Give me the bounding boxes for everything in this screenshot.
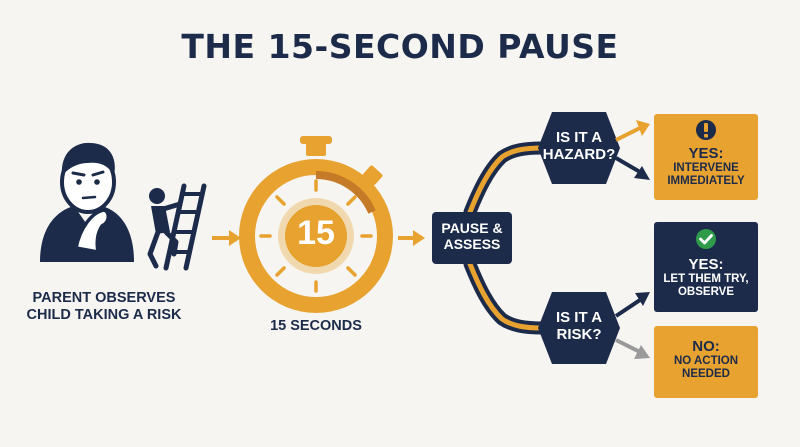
risk-yes-arrow	[614, 292, 650, 318]
parent-caption-line2: CHILD TAKING A RISK	[26, 306, 182, 323]
let-try-outcome-box	[654, 222, 758, 312]
pause-assess-box	[432, 212, 512, 264]
risk-line2: RISK?	[556, 326, 602, 344]
intervene-line2: IMMEDIATELY	[667, 175, 745, 188]
risk-line1: IS IT A	[555, 309, 603, 326]
no-action-head: NO:	[692, 338, 720, 355]
timer-caption: 15 SECONDS	[270, 318, 362, 334]
hazard-line2: HAZARD?	[542, 146, 616, 164]
intervene-outcome-box	[654, 114, 758, 200]
warning-icon	[696, 120, 716, 140]
arrow-to-timer	[212, 230, 241, 246]
hazard-decision-diamond	[538, 112, 620, 184]
parent-caption-line1: PARENT OBSERVES	[32, 290, 176, 306]
let-try-outcome-text: YES: LET THEM TRY, OBSERVE	[654, 256, 758, 300]
branch-connectors	[463, 141, 549, 335]
hazard-yes-arrow	[615, 120, 650, 142]
risk-question-text: IS IT A RISK?	[540, 309, 618, 344]
risk-decision-diamond	[538, 292, 620, 364]
intervene-line1: INTERVENE	[673, 162, 739, 175]
let-try-head: YES:	[688, 256, 724, 273]
arrow-to-pause	[398, 230, 425, 246]
hazard-question-text: IS IT A HAZARD?	[540, 129, 618, 164]
hazard-line1: IS IT A	[555, 129, 603, 146]
child-climbing-ladder-icon	[147, 183, 207, 271]
pause-line1: PAUSE &	[441, 220, 503, 236]
no-action-line2: NEEDED	[682, 368, 730, 381]
parent-thinking-icon	[40, 142, 134, 262]
pause-line2: ASSESS	[443, 236, 501, 253]
timer-number: 15	[297, 214, 335, 252]
parent-caption: PARENT OBSERVES CHILD TAKING A RISK	[14, 290, 194, 323]
check-icon	[696, 229, 716, 249]
intervene-head: YES:	[688, 145, 724, 162]
let-try-line1: LET THEM TRY,	[663, 273, 749, 286]
intervene-outcome-text: YES: INTERVENE IMMEDIATELY	[654, 145, 758, 189]
risk-no-arrow	[615, 338, 650, 359]
page-title: THE 15-SECOND PAUSE	[181, 27, 619, 66]
hazard-down-arrow	[614, 156, 650, 180]
no-action-outcome-text: NO: NO ACTION NEEDED	[654, 338, 758, 382]
pause-assess-text: PAUSE & ASSESS	[432, 220, 512, 252]
stopwatch-icon	[239, 136, 393, 313]
no-action-outcome-box	[654, 326, 758, 398]
no-action-line1: NO ACTION	[673, 355, 739, 368]
let-try-line2: OBSERVE	[677, 286, 735, 299]
